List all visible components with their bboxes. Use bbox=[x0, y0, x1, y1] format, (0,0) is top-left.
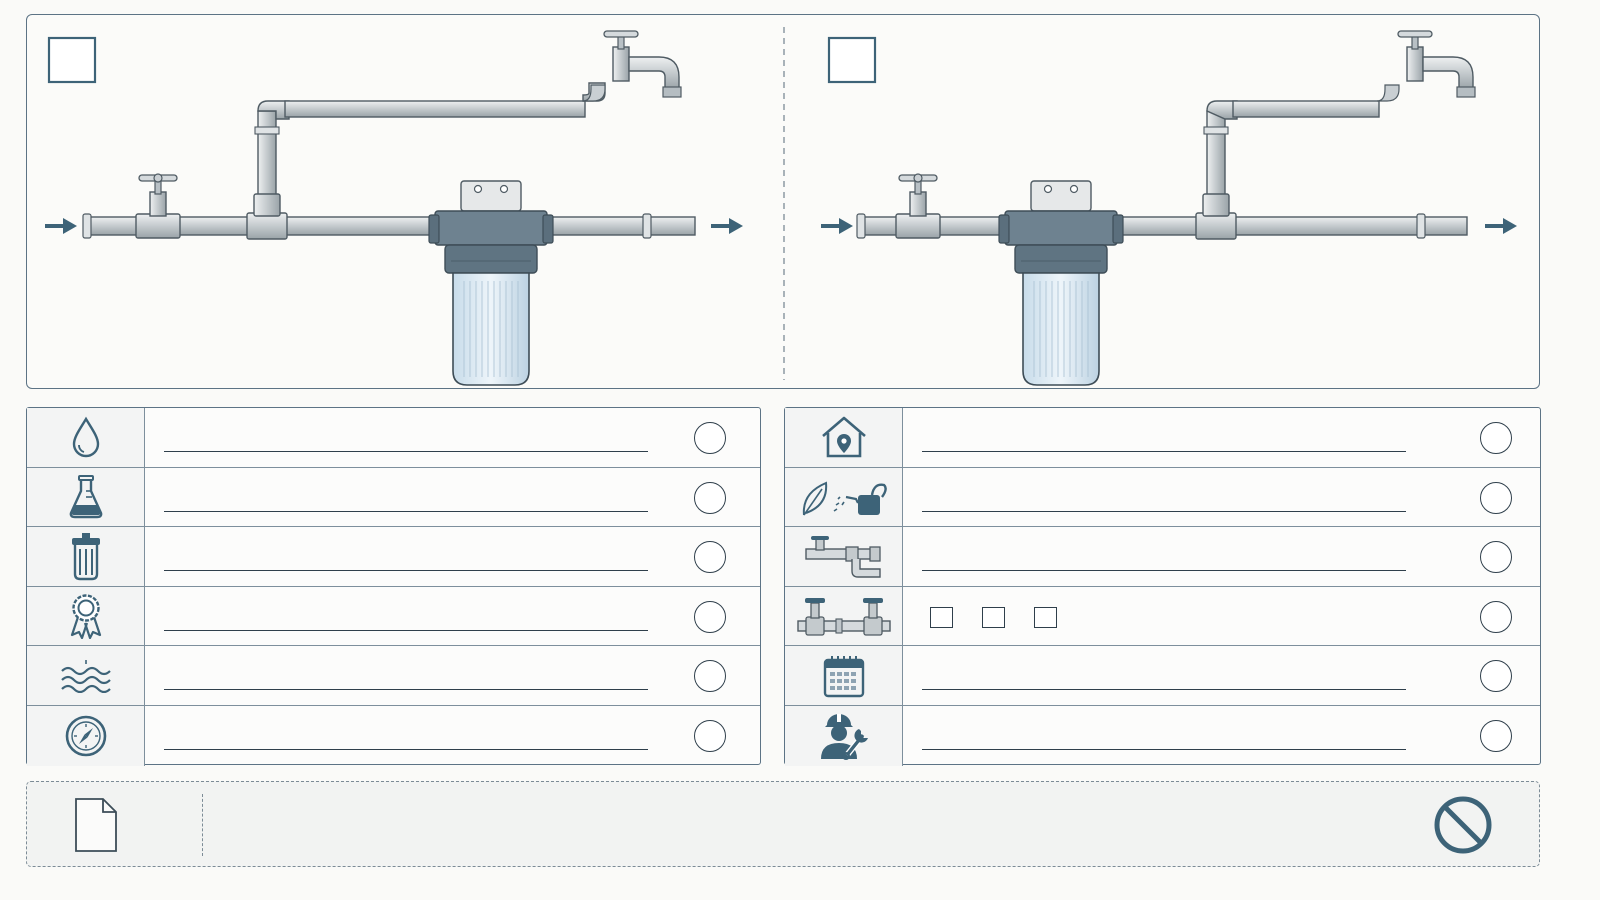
inlet-arrow-icon bbox=[45, 218, 77, 234]
list-item bbox=[27, 467, 760, 528]
flask-icon bbox=[69, 474, 102, 519]
list-item bbox=[785, 408, 1540, 468]
radio-button[interactable] bbox=[694, 660, 726, 693]
left-checklist bbox=[26, 407, 761, 766]
calendar-icon bbox=[823, 655, 864, 697]
outlet-arrow-icon bbox=[1485, 218, 1517, 234]
answer-line[interactable] bbox=[922, 510, 1406, 512]
sub-options bbox=[930, 606, 1057, 628]
house-location-icon bbox=[821, 416, 866, 458]
option-a-checkbox[interactable] bbox=[47, 36, 97, 84]
diagram-b bbox=[821, 30, 1517, 386]
plumbing-diagram bbox=[45, 27, 1517, 386]
plumber-icon bbox=[820, 713, 868, 760]
list-item bbox=[785, 527, 1540, 587]
answer-line[interactable] bbox=[922, 749, 1406, 750]
radio-button[interactable] bbox=[1480, 422, 1512, 454]
list-item bbox=[27, 527, 760, 587]
water-drop-icon bbox=[72, 416, 99, 458]
radio-button[interactable] bbox=[1480, 660, 1512, 693]
radio-button[interactable] bbox=[1480, 600, 1512, 633]
outlet-arrow-icon bbox=[711, 218, 743, 234]
pressure-gauge-icon bbox=[65, 715, 106, 757]
radio-button[interactable] bbox=[1480, 541, 1512, 574]
sub-option-checkbox[interactable] bbox=[1034, 606, 1057, 628]
inlet-arrow-icon bbox=[821, 218, 853, 234]
sub-option-checkbox[interactable] bbox=[930, 606, 953, 628]
list-item bbox=[27, 646, 760, 706]
faucet-pipe-icon bbox=[804, 536, 881, 579]
answer-line[interactable] bbox=[164, 629, 648, 631]
answer-line[interactable] bbox=[164, 689, 648, 691]
document-icon bbox=[75, 798, 117, 852]
list-item bbox=[785, 586, 1540, 647]
list-item bbox=[27, 706, 760, 766]
radio-button[interactable] bbox=[1480, 720, 1512, 752]
dual-valve-pipe-icon bbox=[796, 598, 891, 636]
radio-button[interactable] bbox=[694, 481, 726, 514]
radio-button[interactable] bbox=[694, 720, 726, 752]
answer-line[interactable] bbox=[922, 570, 1406, 572]
list-item bbox=[27, 586, 760, 647]
answer-line[interactable] bbox=[922, 689, 1406, 691]
diagram-a bbox=[45, 30, 743, 386]
radio-button[interactable] bbox=[694, 541, 726, 574]
prohibited-icon[interactable] bbox=[1432, 794, 1494, 856]
answer-line[interactable] bbox=[922, 451, 1406, 452]
list-item bbox=[785, 706, 1540, 766]
award-ribbon-icon bbox=[70, 594, 101, 640]
answer-line[interactable] bbox=[164, 570, 648, 572]
list-item bbox=[785, 646, 1540, 706]
diagram-panel bbox=[26, 14, 1540, 389]
radio-button[interactable] bbox=[1480, 481, 1512, 514]
water-waves-icon bbox=[60, 659, 111, 693]
notes-area[interactable] bbox=[26, 781, 1540, 867]
answer-line[interactable] bbox=[164, 510, 648, 512]
radio-button[interactable] bbox=[694, 600, 726, 633]
option-b-checkbox[interactable] bbox=[827, 36, 877, 84]
answer-line[interactable] bbox=[164, 451, 648, 452]
list-item bbox=[785, 467, 1540, 528]
notes-divider bbox=[202, 794, 203, 856]
list-item bbox=[27, 408, 760, 468]
sub-option-checkbox[interactable] bbox=[982, 606, 1005, 628]
filter-cartridge-icon bbox=[71, 533, 100, 581]
leaf-watering-can-icon bbox=[802, 481, 887, 516]
answer-line[interactable] bbox=[164, 749, 648, 750]
radio-button[interactable] bbox=[694, 422, 726, 454]
right-checklist bbox=[784, 407, 1541, 766]
